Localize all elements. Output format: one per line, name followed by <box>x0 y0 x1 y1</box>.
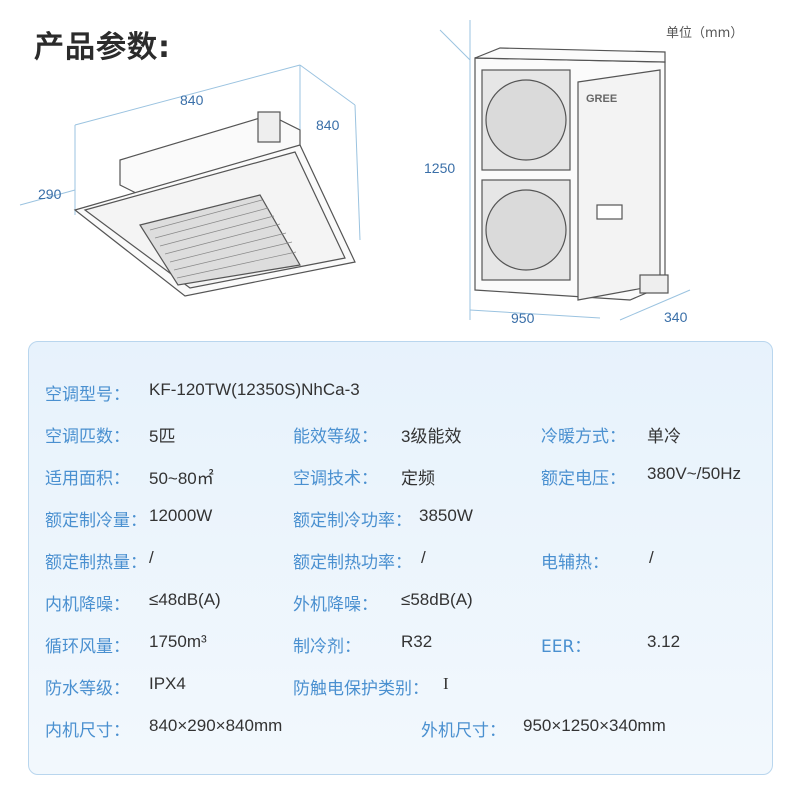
indoor-width-label: 840 <box>180 92 204 108</box>
spec-value: 840×290×840mm <box>149 716 283 735</box>
spec-label: 内机降噪： <box>45 595 130 615</box>
spec-row: 内机降噪： ≤48dB(A) 外机降噪： ≤58dB(A) <box>29 590 772 618</box>
spec-label: 外机降噪： <box>293 595 378 615</box>
spec-value: 5匹 <box>149 427 176 446</box>
spec-value: 3.12 <box>647 632 681 651</box>
outdoor-depth-label: 340 <box>664 309 688 325</box>
gree-logo-text: GREE <box>586 93 617 105</box>
spec-value: 50~80㎡ <box>149 469 214 488</box>
spec-label: 额定制冷功率： <box>293 511 412 531</box>
spec-value: R32 <box>401 632 433 651</box>
spec-value: 定频 <box>401 469 435 488</box>
spec-value: / <box>149 548 154 567</box>
spec-value: / <box>421 548 426 567</box>
spec-row: 额定制冷量： 12000W 额定制冷功率： 3850W <box>29 506 772 534</box>
indoor-grille-lines <box>149 199 297 279</box>
spec-label: 额定制热量： <box>45 553 147 573</box>
spec-label: EER： <box>541 637 592 657</box>
spec-label: 空调匹数： <box>45 427 130 447</box>
spec-label: 防触电保护类别： <box>293 679 429 699</box>
spec-value: 380V~/50Hz <box>647 464 742 483</box>
spec-row: 额定制热量： / 额定制热功率： / 电辅热： / <box>29 548 772 576</box>
spec-value: 3850W <box>419 506 473 525</box>
page-title: 产品参数: <box>34 30 171 65</box>
unit-label: 单位（mm） <box>666 26 744 41</box>
spec-label: 制冷剂： <box>293 637 361 657</box>
spec-value: 12000W <box>149 506 213 525</box>
spec-value: IPX4 <box>149 674 186 693</box>
spec-row: 适用面积： 50~80㎡ 空调技术： 定频 额定电压： 380V~/50Hz <box>29 464 772 492</box>
spec-label: 电辅热： <box>541 553 609 573</box>
spec-label: 适用面积： <box>45 469 130 489</box>
spec-value: 单冷 <box>647 427 681 446</box>
outdoor-height-label: 1250 <box>424 160 456 176</box>
spec-value: ≤48dB(A) <box>149 590 221 609</box>
spec-label: 外机尺寸： <box>421 721 506 741</box>
spec-label: 防水等级： <box>45 679 130 699</box>
spec-value: KF-120TW(12350S)NhCa-3 <box>149 380 360 399</box>
spec-row: 循环风量： 1750m³ 制冷剂： R32 EER： 3.12 <box>29 632 772 660</box>
spec-label: 额定电压： <box>541 469 626 489</box>
indoor-unit-drawing <box>73 111 356 297</box>
indoor-height-label: 290 <box>38 186 62 202</box>
spec-value: I <box>443 674 449 693</box>
spec-label: 循环风量： <box>45 637 130 657</box>
spec-row: 空调型号： KF-120TW(12350S)NhCa-3 <box>29 380 772 408</box>
outdoor-dimension-lines <box>439 20 691 321</box>
spec-row: 防水等级： IPX4 防触电保护类别： I <box>29 674 772 702</box>
spec-value: 1750m³ <box>149 632 207 651</box>
spec-label: 额定制冷量： <box>45 511 147 531</box>
outdoor-width-label: 950 <box>511 310 535 326</box>
spec-label: 空调技术： <box>293 469 378 489</box>
indoor-depth-label: 840 <box>316 117 340 133</box>
spec-label: 能效等级： <box>293 427 378 447</box>
spec-value: 950×1250×340mm <box>523 716 666 735</box>
spec-value: ≤58dB(A) <box>401 590 473 609</box>
spec-label: 冷暖方式： <box>541 427 626 447</box>
spec-value: 3级能效 <box>401 427 462 446</box>
spec-value: / <box>649 548 654 567</box>
product-illustration: GREE <box>19 20 691 321</box>
spec-panel: 空调型号： KF-120TW(12350S)NhCa-3 空调匹数： 5匹 能效… <box>28 341 773 775</box>
outdoor-unit-drawing <box>474 47 669 301</box>
indoor-dimension-lines <box>19 64 361 241</box>
spec-label: 额定制热功率： <box>293 553 412 573</box>
spec-row: 内机尺寸： 840×290×840mm 外机尺寸： 950×1250×340mm <box>29 716 772 744</box>
spec-row: 空调匹数： 5匹 能效等级： 3级能效 冷暖方式： 单冷 <box>29 422 772 450</box>
spec-label: 内机尺寸： <box>45 721 130 741</box>
spec-label: 空调型号： <box>45 385 130 405</box>
